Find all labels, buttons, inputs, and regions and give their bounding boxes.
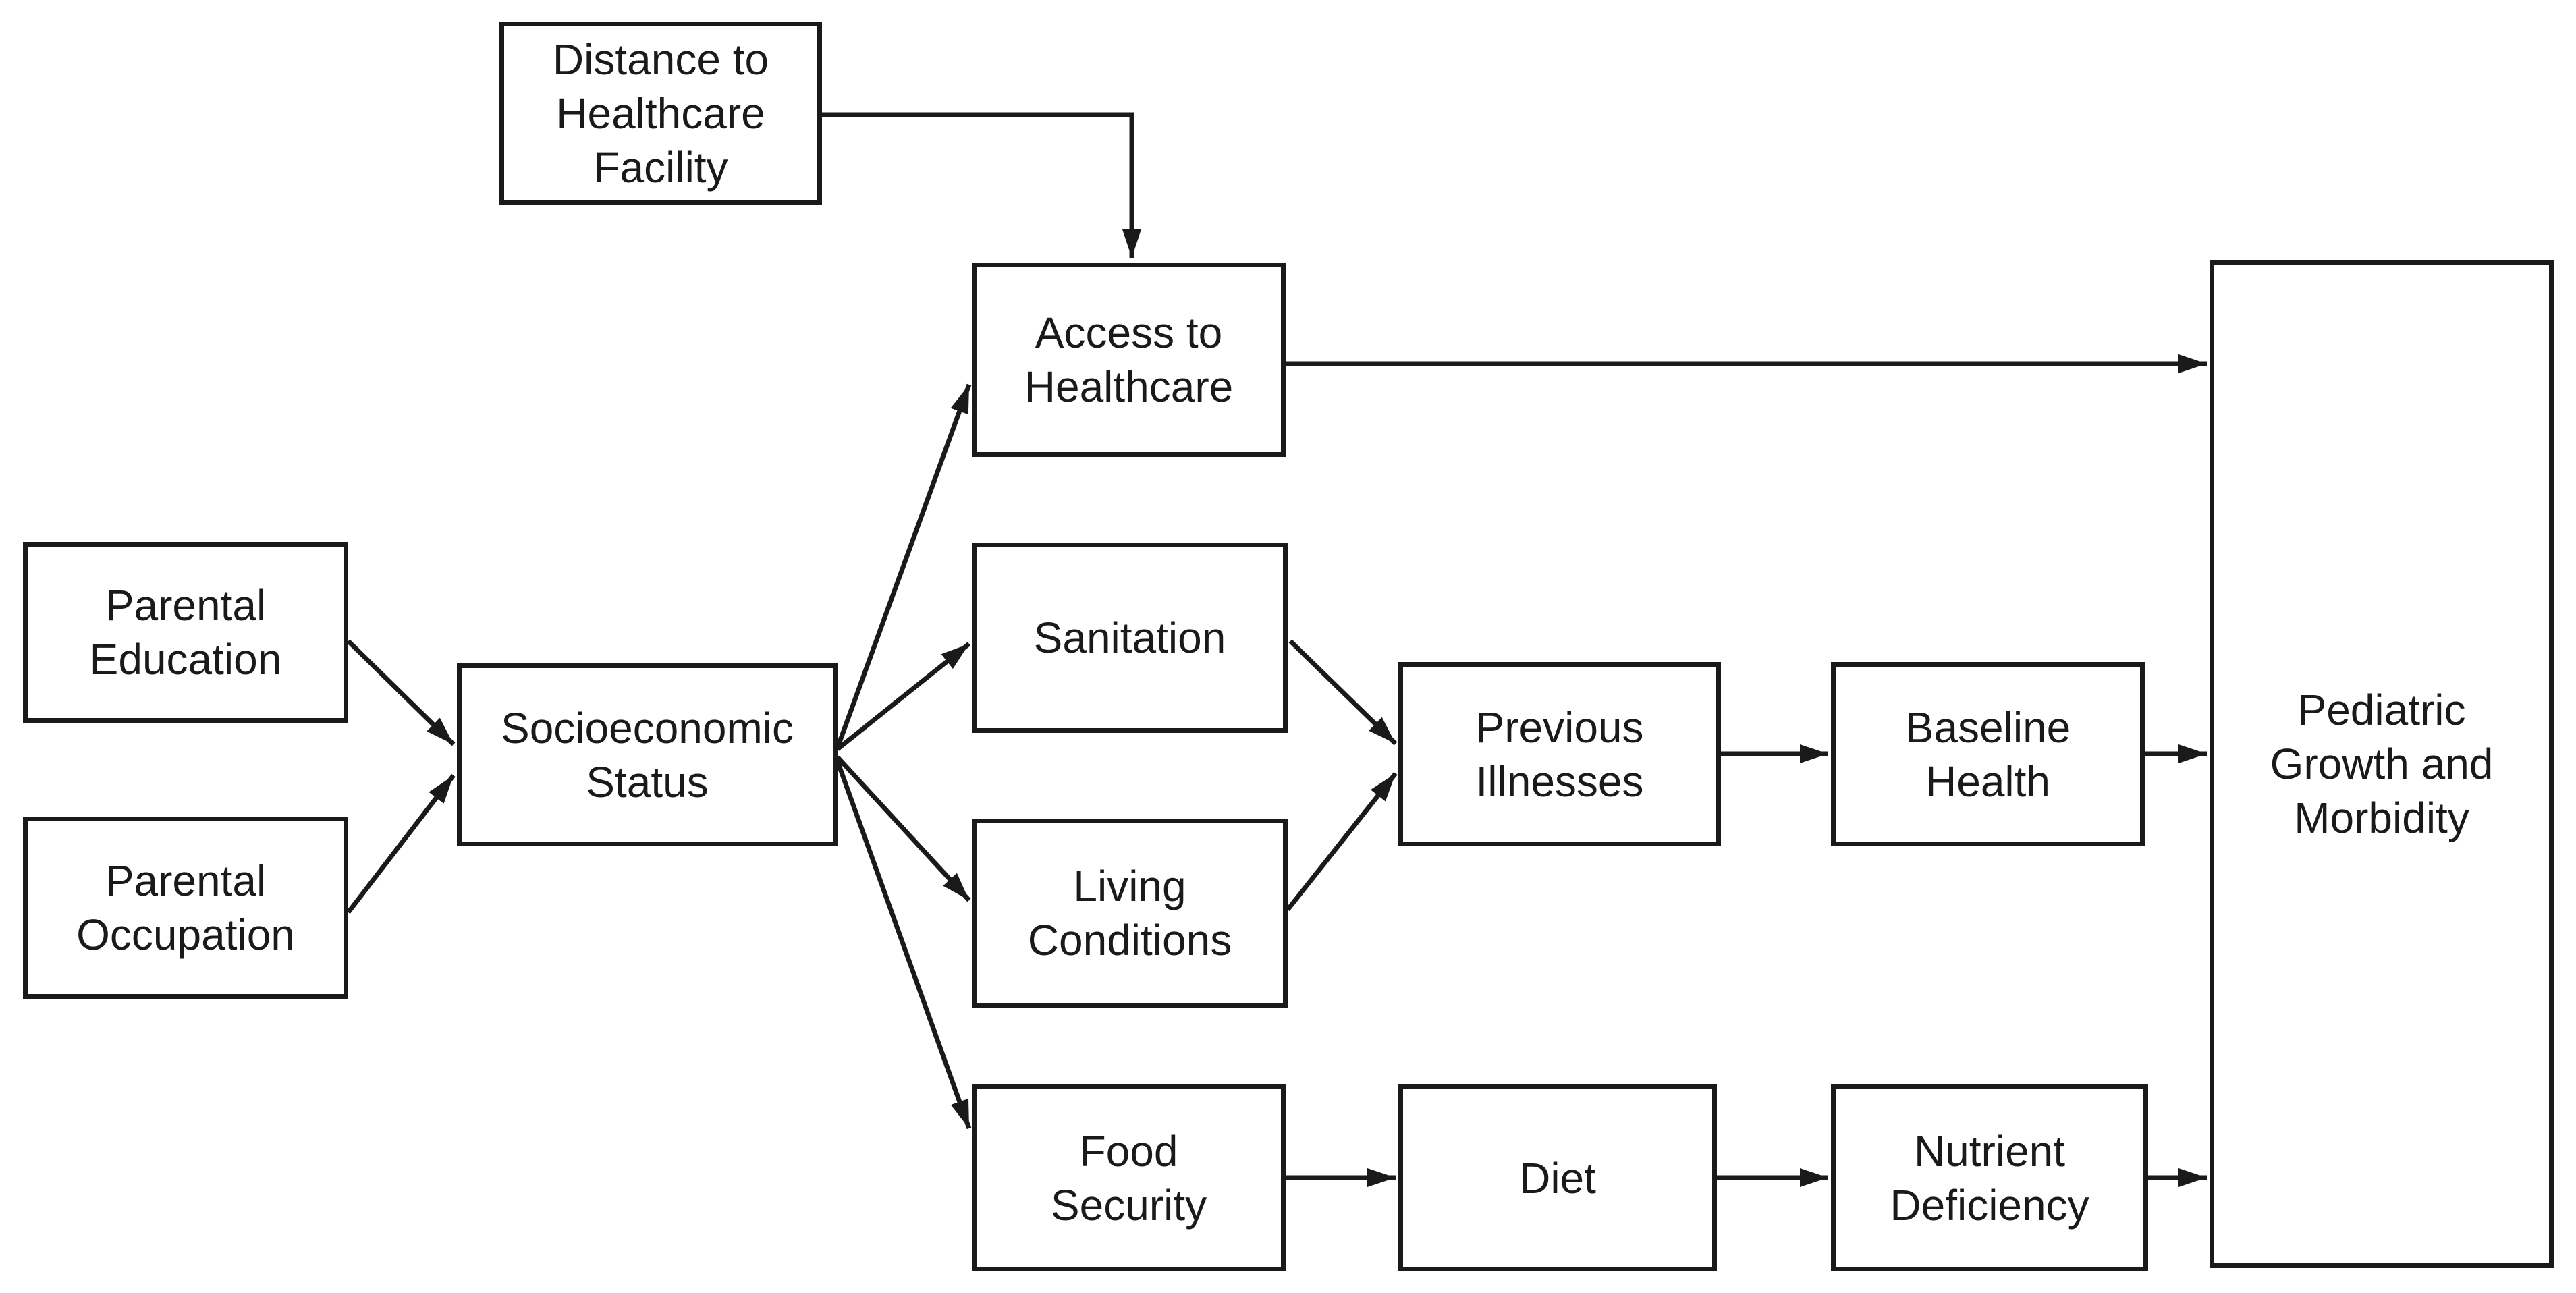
node-label: Previous Illnesses [1475, 703, 1644, 806]
arrow-living-conditions-to-previous-illnesses [1286, 771, 1398, 912]
arrow-ses-to-access [835, 383, 972, 749]
node-label: Socioeconomic Status [501, 703, 794, 806]
arrow-parental-education-to-ses [346, 639, 456, 746]
node-label: Pediatric Growth and Morbidity [2270, 686, 2494, 842]
node-sanitation: Sanitation [972, 543, 1288, 733]
node-label: Diet [1519, 1153, 1596, 1203]
node-baseline-health: Baseline Health [1831, 662, 2145, 846]
node-label: Nutrient Deficiency [1890, 1126, 2089, 1230]
node-label: Access to Healthcare [1024, 308, 1234, 411]
node-parental-education: Parental Education [23, 542, 348, 723]
arrow-sanitation-to-previous-illnesses [1288, 639, 1398, 746]
arrow-parental-occupation-to-ses [346, 773, 456, 914]
node-label: Distance to Healthcare Facility [552, 35, 769, 192]
node-label: Baseline Health [1904, 703, 2071, 806]
node-socioeconomic-status: Socioeconomic Status [457, 663, 838, 846]
node-living-conditions: Living Conditions [972, 819, 1288, 1008]
arrow-ses-to-sanitation [835, 642, 971, 751]
node-label: Sanitation [1033, 613, 1226, 662]
node-previous-illnesses: Previous Illnesses [1398, 662, 1721, 846]
arrow-ses-to-food-security [835, 760, 972, 1130]
node-access-to-healthcare: Access to Healthcare [972, 263, 1286, 457]
arrow-ses-to-living-conditions [835, 755, 971, 902]
node-label: Parental Education [89, 581, 282, 684]
node-parental-occupation: Parental Occupation [23, 817, 348, 999]
node-food-security: Food Security [972, 1084, 1286, 1271]
node-label: Parental Occupation [76, 856, 295, 959]
node-label: Living Conditions [1027, 862, 1232, 964]
node-pediatric-growth-and-morbidity: Pediatric Growth and Morbidity [2210, 260, 2554, 1268]
node-nutrient-deficiency: Nutrient Deficiency [1831, 1084, 2148, 1271]
node-distance-to-healthcare-facility: Distance to Healthcare Facility [499, 22, 822, 205]
arrow-distance-to-access [822, 112, 1141, 258]
node-label: Food Security [1050, 1126, 1207, 1230]
node-diet: Diet [1398, 1084, 1717, 1271]
